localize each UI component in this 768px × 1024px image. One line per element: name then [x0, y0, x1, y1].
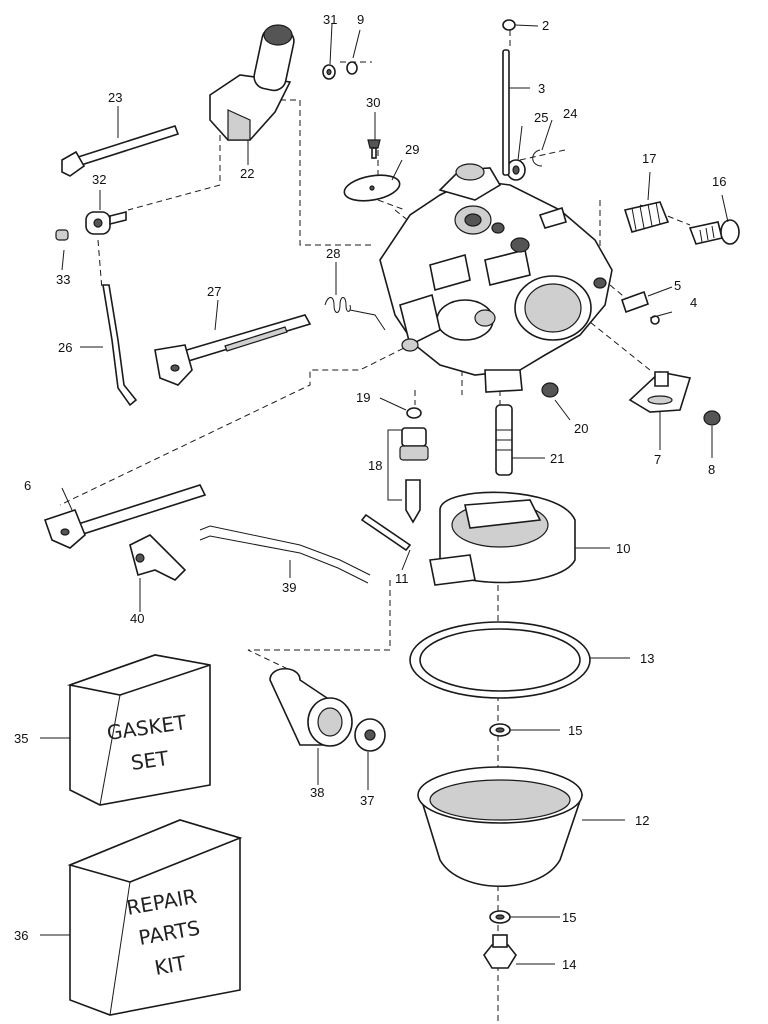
part-6-choke-shaft: [43, 484, 207, 549]
part-19-o-ring: [406, 407, 422, 419]
part-27-throttle-shaft: [154, 314, 312, 386]
part-25-washer: [506, 159, 526, 181]
callout-33: 33: [56, 272, 70, 287]
callout-24: 24: [563, 106, 577, 121]
callout-8: 8: [708, 462, 715, 477]
part-36-repair-parts-kit-box: REPAIR PARTS KIT: [67, 819, 243, 1016]
part-4-ball: [650, 315, 660, 325]
part-30-screw: [367, 139, 381, 159]
callout-4: 4: [690, 295, 697, 310]
part-9-nut: [346, 61, 358, 75]
repair-kit-label-line-3: KIT: [153, 951, 189, 980]
part-15-washer-upper: [489, 723, 511, 737]
callout-6: 6: [24, 478, 31, 493]
part-14-bowl-nut: [483, 934, 517, 969]
callout-21: 21: [550, 451, 564, 466]
part-40-bracket: [129, 534, 187, 581]
callout-23: 23: [108, 90, 122, 105]
part-21-jet: [495, 404, 513, 476]
callout-22: 22: [240, 166, 254, 181]
part-7-choke-plate: [628, 371, 692, 413]
callout-35: 35: [14, 731, 28, 746]
part-12-float-bowl: [417, 766, 584, 887]
part-3-pin: [502, 49, 510, 176]
part-29-throttle-plate: [343, 174, 401, 202]
callout-10: 10: [616, 541, 630, 556]
part-37-washer: [354, 718, 386, 752]
part-20-plug: [541, 382, 559, 398]
callout-2: 2: [542, 18, 549, 33]
part-22-bracket: [209, 24, 295, 141]
callout-14: 14: [562, 957, 576, 972]
part-11-hinge-pin: [360, 513, 412, 552]
callout-17: 17: [642, 151, 656, 166]
gasket-set-label-line-2: SET: [129, 746, 170, 775]
part-8-screw: [703, 410, 721, 426]
callout-12: 12: [635, 813, 649, 828]
callout-numbers: 2 3 4 5 6 7 8 9 10 11 12 13 14 15 15 16 …: [14, 12, 726, 972]
part-28-spring: [324, 297, 386, 331]
callout-7: 7: [654, 452, 661, 467]
part-15-washer-lower: [489, 910, 511, 924]
callout-37: 37: [360, 793, 374, 808]
callout-32: 32: [92, 172, 106, 187]
callout-11: 11: [395, 571, 409, 586]
callout-27: 27: [207, 284, 221, 299]
callout-3: 3: [538, 81, 545, 96]
part-10-float: [429, 491, 576, 586]
part-32-swivel: [85, 210, 127, 235]
part-35-gasket-set-box: GASKET SET: [66, 654, 211, 806]
callout-19: 19: [356, 390, 370, 405]
part-33-setscrew: [55, 229, 69, 241]
callout-40: 40: [130, 611, 144, 626]
callout-13: 13: [640, 651, 654, 666]
part-13-bowl-gasket: [409, 621, 591, 699]
callout-29: 29: [405, 142, 419, 157]
callout-18: 18: [368, 458, 382, 473]
carburetor-body: [379, 163, 613, 393]
callout-31: 31: [323, 12, 337, 27]
part-5-spring: [620, 290, 650, 314]
callout-39: 39: [282, 580, 296, 595]
callout-15-upper: 15: [568, 723, 582, 738]
part-17-spring: [623, 201, 670, 233]
part-39-tube: [199, 525, 371, 584]
callout-25: 25: [534, 110, 548, 125]
part-16-adjust-screw: [688, 219, 740, 245]
leader-lines: [40, 23, 729, 965]
part-18-inlet-needle: [399, 427, 429, 524]
callout-38: 38: [310, 785, 324, 800]
callout-5: 5: [674, 278, 681, 293]
callout-16: 16: [712, 174, 726, 189]
part-26-link-rod: [102, 284, 138, 407]
part-24-clip: [532, 149, 543, 167]
callout-30: 30: [366, 95, 380, 110]
part-2-cap: [502, 19, 516, 31]
callout-26: 26: [58, 340, 72, 355]
part-31-washer: [322, 64, 336, 80]
callout-9: 9: [357, 12, 364, 27]
part-23-screw: [61, 125, 180, 177]
callout-15-lower: 15: [562, 910, 576, 925]
part-38-primer-bulb: [269, 667, 353, 747]
callout-20: 20: [574, 421, 588, 436]
callout-28: 28: [326, 246, 340, 261]
callout-36: 36: [14, 928, 28, 943]
